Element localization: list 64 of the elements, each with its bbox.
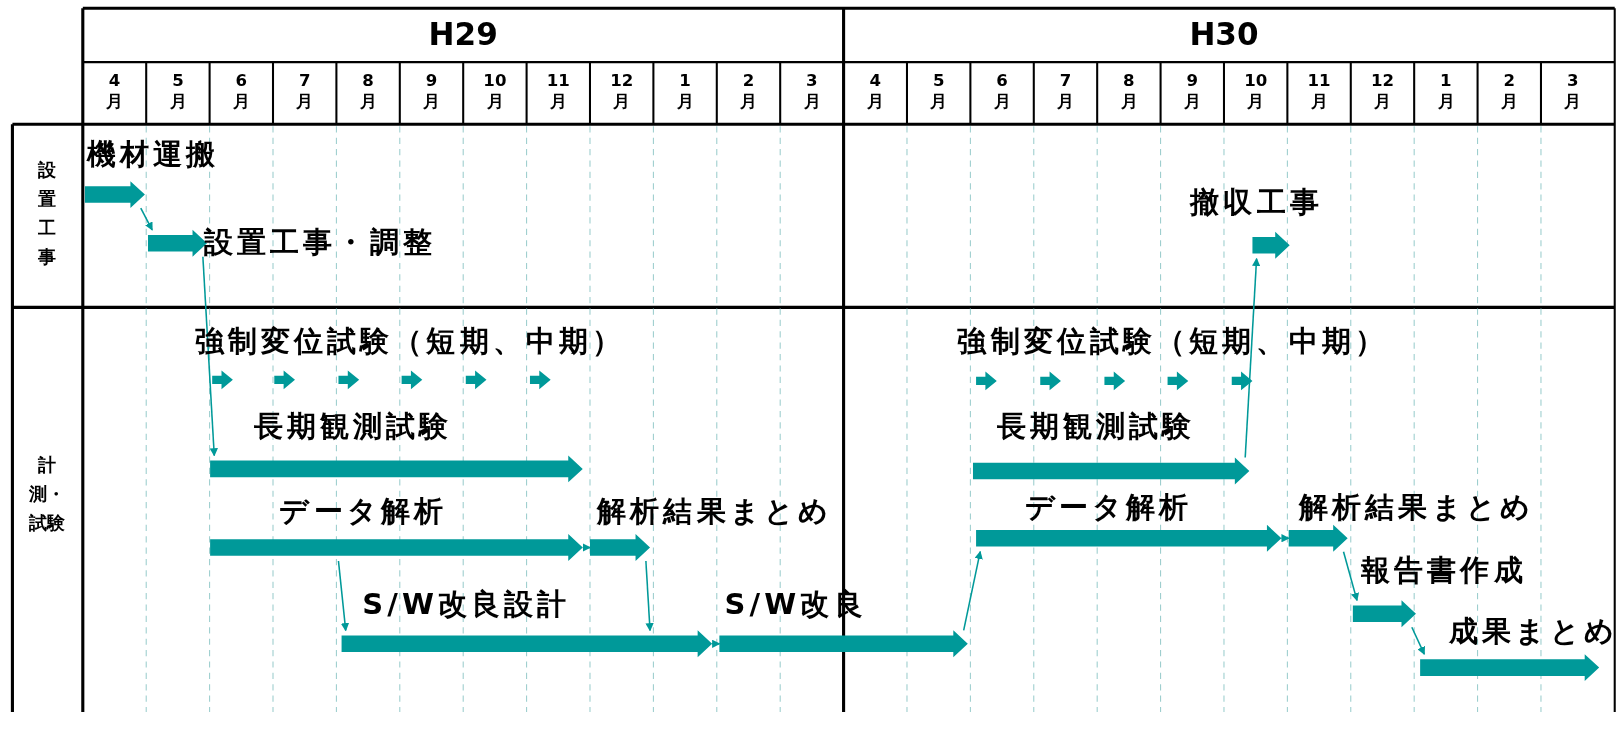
month-header: 5月	[930, 70, 947, 112]
task-bar	[719, 630, 968, 658]
task-bar	[84, 181, 145, 209]
task-bar	[1352, 600, 1416, 628]
connector-arrow	[202, 255, 218, 457]
row-header: 設置工事	[37, 158, 56, 270]
month-header: 2月	[740, 70, 757, 112]
task-label: 長期観測試験	[253, 409, 453, 443]
month-header: 11月	[546, 70, 570, 112]
task-bar	[341, 630, 713, 658]
connector-arrow	[1342, 550, 1360, 602]
month-header: 4月	[867, 70, 884, 112]
task-bar	[1288, 524, 1348, 552]
task-label: 機材運搬	[86, 137, 220, 171]
month-header: 6月	[993, 70, 1011, 112]
task-bar	[590, 534, 651, 561]
connector-arrow	[581, 543, 592, 552]
connector-arrow	[962, 550, 983, 632]
task-label: 解析結果まとめ	[1299, 490, 1534, 524]
month-header: 9月	[1184, 70, 1201, 112]
month-header: 12月	[1370, 70, 1394, 112]
task-label: 成果まとめ	[1449, 614, 1618, 648]
task-label: 強制変位試験（短期、中期）	[957, 325, 1389, 359]
month-header: 9月	[423, 70, 440, 112]
month-header: 6月	[233, 70, 250, 112]
connector-arrow	[140, 207, 153, 231]
month-header: 7月	[1057, 70, 1074, 112]
month-header: 4月	[106, 70, 123, 112]
task-bar	[976, 524, 1282, 552]
task-label: 撤収工事	[1190, 186, 1323, 220]
task-bar	[1420, 654, 1600, 682]
task-label: 解析結果まとめ	[597, 494, 833, 528]
task-label: 設置工事・調整	[203, 225, 436, 259]
row-header: 計測・試験	[29, 453, 65, 536]
connector-arrow	[645, 560, 654, 632]
year-header: H30	[1189, 16, 1259, 52]
month-header: 1月	[676, 70, 694, 112]
task-label: S/W改良設計	[362, 587, 571, 622]
year-header: H29	[428, 16, 498, 52]
month-header: 3月	[1564, 70, 1581, 112]
month-header: 8月	[359, 70, 377, 112]
month-header: 3月	[803, 70, 821, 112]
task-bar	[972, 457, 1250, 485]
task-bar	[1252, 231, 1290, 259]
connector-arrow	[711, 639, 721, 648]
task-label: 報告書作成	[1361, 553, 1527, 587]
task-bar	[210, 455, 583, 483]
task-bar	[210, 534, 583, 561]
month-header: 7月	[296, 70, 313, 112]
task-label: 長期観測試験	[996, 409, 1196, 443]
connector-arrow	[1411, 626, 1426, 656]
month-header: 8月	[1120, 70, 1138, 112]
month-header: 10月	[483, 70, 507, 112]
connector-arrow	[1280, 534, 1290, 543]
month-header: 11月	[1307, 70, 1331, 112]
task-label: データ解析	[1024, 490, 1193, 524]
connector-arrow	[1244, 257, 1261, 459]
month-header: 10月	[1244, 70, 1268, 112]
task-label: データ解析	[279, 494, 448, 528]
month-header: 2月	[1501, 70, 1518, 112]
month-header: 1月	[1437, 70, 1455, 112]
month-header: 5月	[169, 70, 187, 112]
month-header: 12月	[610, 70, 634, 112]
connector-arrow	[337, 560, 350, 632]
